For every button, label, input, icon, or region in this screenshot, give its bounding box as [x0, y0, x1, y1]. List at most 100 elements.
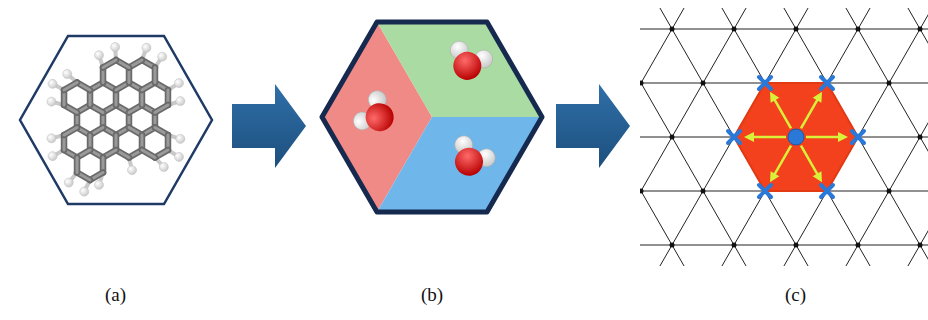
lattice-line: [796, 8, 928, 266]
neighbor-site: [759, 77, 771, 89]
hydrogen-atom: [64, 178, 73, 187]
arrow-head: [770, 171, 779, 182]
lattice-line: [640, 8, 928, 266]
lattice-site: [732, 243, 737, 248]
hydrogen-atom: [158, 52, 167, 61]
cc-bond-highlight: [155, 105, 168, 113]
water-molecule: [350, 87, 404, 143]
lattice-site: [918, 243, 923, 248]
neighbor-site: [852, 131, 864, 143]
lattice-line: [640, 8, 672, 266]
cc-bond-highlight: [64, 83, 77, 91]
lattice-line: [640, 137, 928, 138]
lattice-line: [672, 8, 928, 266]
lattice-line: [734, 8, 928, 266]
lattice-site: [670, 27, 675, 32]
hydrogen-atom: [80, 187, 89, 196]
cc-bond: [74, 158, 81, 173]
cc-bond: [142, 150, 155, 158]
hydrogen-atom: [48, 79, 57, 88]
cc-bond: [64, 83, 77, 91]
lattice-line: [672, 8, 928, 266]
lattice-site: [701, 81, 706, 86]
oxygen-atom: [449, 48, 485, 84]
hydrogen-atom: [128, 166, 137, 175]
cc-bond-highlight: [64, 128, 77, 136]
cc-bond: [152, 68, 159, 83]
panel-label: (a): [105, 284, 126, 306]
arrow-head: [813, 171, 822, 182]
neighbor-arrow: [752, 136, 786, 139]
water-molecule: [442, 39, 495, 87]
lattice-line: [640, 245, 928, 246]
oxygen-atom: [360, 98, 399, 137]
cc-bond-highlight: [76, 158, 79, 173]
lattice-line: [640, 8, 672, 266]
hydrogen-atom: [47, 97, 56, 106]
hydrogen-atom: [142, 43, 151, 52]
cc-bond: [64, 128, 77, 136]
site-hexagon: [734, 83, 858, 191]
cc-bond-highlight: [153, 68, 156, 83]
neighbor-site: [821, 185, 833, 197]
lattice-line: [640, 8, 928, 266]
hydrogen-atom: [159, 163, 168, 172]
lattice-line: [640, 29, 928, 30]
coarse-grain-hexagon: [322, 22, 542, 212]
molecule: [47, 43, 185, 197]
hydrogen-atom: [176, 134, 185, 143]
lattice-site: [856, 243, 861, 248]
lattice-site: [640, 189, 644, 194]
center-site: [788, 129, 804, 145]
lattice-line: [796, 8, 928, 266]
panel-label: (c): [785, 284, 806, 306]
cc-bond: [103, 60, 116, 68]
lattice-site: [794, 243, 799, 248]
lattice-site: [918, 135, 923, 140]
water-molecule: [443, 133, 499, 185]
lattice-site: [918, 27, 923, 32]
neighbor-arrow: [801, 146, 818, 176]
lattice-line: [640, 8, 734, 266]
lattice-line: [640, 8, 928, 266]
lattice-site: [887, 81, 892, 86]
neighbor-arrow: [806, 136, 840, 139]
neighbor-vectors: [728, 77, 864, 197]
process-arrow: [556, 84, 630, 168]
lattice-site: [856, 27, 861, 32]
hydrogen-atom: [47, 134, 56, 143]
lattice-line: [640, 8, 858, 266]
neighbor-arrow: [774, 146, 791, 176]
cc-bond: [155, 105, 168, 113]
lattice-line: [734, 8, 928, 266]
lattice-line: [640, 8, 796, 266]
cc-bond-highlight: [142, 150, 155, 158]
lattice-site: [640, 81, 644, 86]
hydrogen-atom: [176, 97, 185, 106]
hydrogen-atom: [174, 79, 183, 88]
hydrogen-atom: [174, 152, 183, 161]
oxygen-atom: [450, 143, 488, 181]
water-molecules: [350, 39, 499, 185]
neighbor-site: [821, 77, 833, 89]
lattice-site: [670, 243, 675, 248]
lattice-site: [670, 135, 675, 140]
arrow-head: [770, 92, 779, 103]
neighbor-site: [759, 185, 771, 197]
arrow-head: [744, 132, 754, 142]
hydrogen-atom: [95, 180, 104, 189]
lattice-site: [887, 189, 892, 194]
hydrogen-atom: [63, 69, 72, 78]
hydrogen-atom: [48, 152, 57, 161]
lattice-line: [640, 8, 796, 266]
lattice-line: [640, 8, 928, 266]
process-arrow: [232, 84, 306, 168]
lattice-line: [640, 8, 928, 266]
panel-label: (b): [421, 284, 443, 306]
lattice-line: [858, 8, 928, 266]
hydrogen-atom: [111, 43, 120, 52]
lattice-line: [858, 8, 928, 266]
triangular-lattice: [640, 8, 928, 266]
neighbor-arrow: [801, 99, 818, 129]
